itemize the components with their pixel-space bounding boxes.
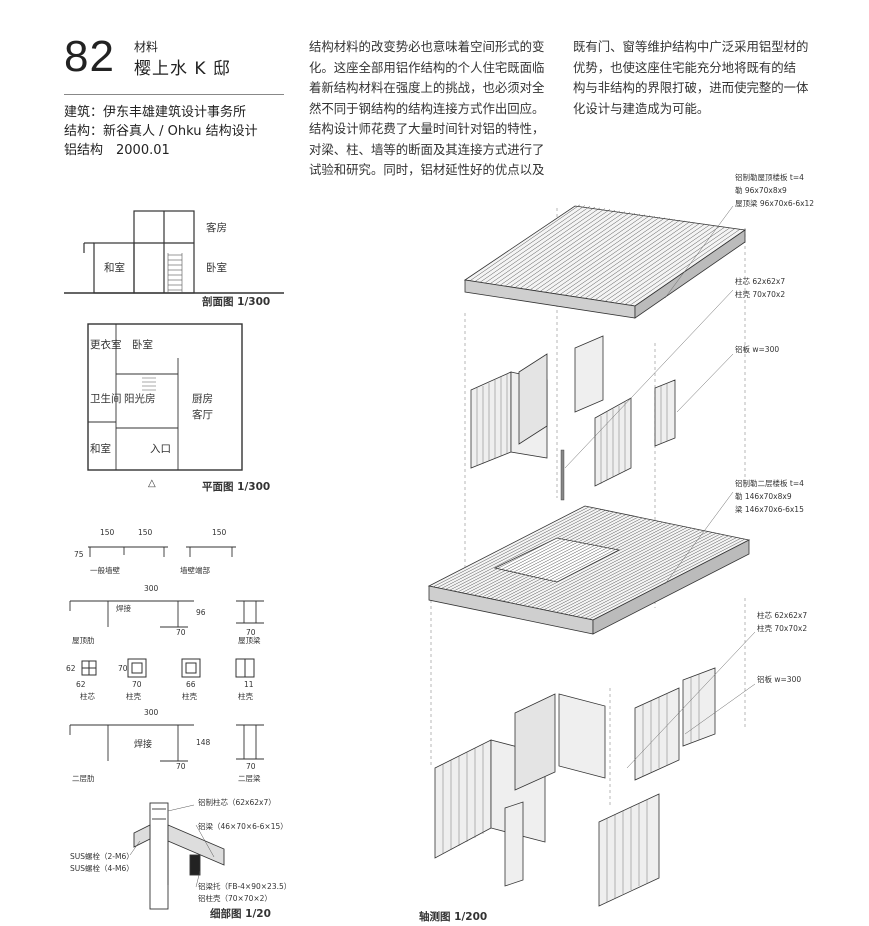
upper-panel-note: 铝板 w=300 <box>735 344 779 354</box>
svg-text:96: 96 <box>196 608 206 617</box>
conn-core: 铝制柱芯（62x62x7） <box>198 797 276 807</box>
plan-drawing: 更衣室 卧室 卫生间 阳光房 厨房 客厅 和室 入口 △ 平面图 1/300 <box>87 323 270 493</box>
section-room-japanese: 和室 <box>104 261 125 274</box>
svg-text:70: 70 <box>246 628 256 637</box>
svg-text:70: 70 <box>176 628 186 637</box>
svg-text:148: 148 <box>196 738 211 747</box>
floor2-note-1: 铝制勒二层楼板 t=4 <box>735 478 804 488</box>
upper-column-core: 柱芯 62x62x7 <box>735 276 785 286</box>
label-floor2-beam: 二层梁 <box>238 774 261 783</box>
svg-text:150: 150 <box>212 528 227 537</box>
plan-room-kitchen: 厨房 <box>192 392 213 405</box>
svg-text:70: 70 <box>132 680 142 689</box>
label-column-shell-3: 柱壳 <box>238 691 253 701</box>
label-wall-general: 一般墙壁 <box>90 565 120 575</box>
conn-bracket: 铝梁托（FB-4×90×23.5） <box>198 881 291 891</box>
upper-column-shell: 柱壳 70x70x2 <box>735 289 785 299</box>
lower-column-shell: 柱壳 70x70x2 <box>757 623 807 633</box>
category-label: 材料 <box>134 40 159 54</box>
detail-drawings: 150 150 150 75 一般墙壁 墙壁端部 300 焊接 70 70 96… <box>66 528 291 920</box>
label-weld: 焊接 <box>134 738 152 750</box>
title-rule <box>64 94 284 95</box>
svg-text:66: 66 <box>186 680 196 689</box>
svg-text:62: 62 <box>76 680 86 689</box>
body-text-col2: 既有门、窗等维护结构中广泛采用铝型材的优势，也使这座住宅能充分地将既有的结构与非… <box>573 39 809 116</box>
floor2-note-3: 梁 146x70x6-6x15 <box>735 505 804 514</box>
conn-bolt-1: SUS螺栓（2-M6） <box>70 851 134 861</box>
svg-text:11: 11 <box>244 680 254 689</box>
entrance-arrow-icon: △ <box>148 478 156 489</box>
svg-text:62: 62 <box>66 664 76 673</box>
label-column-core: 柱芯 <box>80 691 95 701</box>
body-text-col1: 结构材料的改变势必也意味着空间形式的变化。这座全部用铝作结构的个人住宅既面临着新… <box>309 39 545 177</box>
label-column-shell-1: 柱壳 <box>126 691 141 701</box>
lower-panel-note: 铝板 w=300 <box>757 674 801 684</box>
section-room-bedroom: 卧室 <box>206 261 227 274</box>
conn-shell: 铝柱壳（70×70×2） <box>198 893 272 903</box>
svg-text:70: 70 <box>246 762 256 771</box>
plan-room-japanese: 和室 <box>90 442 111 455</box>
plan-room-sunroom: 阳光房 <box>124 392 156 405</box>
section-caption: 剖面图 1/300 <box>202 295 270 308</box>
svg-text:70: 70 <box>176 762 186 771</box>
roof-note-1: 铝制勒屋顶楼板 t=4 <box>735 172 804 182</box>
plan-room-dressing: 更衣室 <box>90 338 122 351</box>
plan-caption: 平面图 1/300 <box>202 481 270 493</box>
credit-type-date: 铝结构 2000.01 <box>64 143 170 158</box>
axonometric-drawing: 铝制勒屋顶楼板 t=4 勒 96x70x8x9 屋顶梁 96x70x6-6x12… <box>419 172 814 923</box>
label-floor2-rib: 二层肋 <box>72 773 95 783</box>
roof-note-2: 勒 96x70x8x9 <box>735 185 787 195</box>
label-column-shell-2: 柱壳 <box>182 691 197 701</box>
svg-text:300: 300 <box>144 708 159 717</box>
svg-text:150: 150 <box>138 528 153 537</box>
project-title: 樱上水 K 邸 <box>134 59 231 79</box>
floor2-note-2: 勒 146x70x8x9 <box>735 491 792 501</box>
plan-room-bedroom: 卧室 <box>132 338 153 351</box>
detail-caption: 细部图 1/20 <box>210 907 271 920</box>
axonometric-caption: 轴测图 1/200 <box>419 910 487 923</box>
svg-text:150: 150 <box>100 528 115 537</box>
label-roof-rib: 屋顶肋 <box>72 635 95 645</box>
section-room-guest: 客房 <box>206 221 227 234</box>
article-number: 82 <box>64 32 115 81</box>
lower-column-core: 柱芯 62x62x7 <box>757 610 807 620</box>
label-roof-beam: 屋顶梁 <box>238 636 261 645</box>
section-drawing: 客房 和室 卧室 剖面图 1/300 <box>64 210 284 308</box>
label-weld-small: 焊接 <box>116 603 131 613</box>
plan-room-bathroom: 卫生间 <box>90 392 122 405</box>
credit-architect: 建筑：伊东丰雄建筑设计事务所 <box>64 105 247 120</box>
conn-beam: 铝梁（46×70×6-6×15） <box>198 821 288 831</box>
svg-text:300: 300 <box>144 584 159 593</box>
plan-room-entrance: 入口 <box>150 443 171 455</box>
conn-bolt-2: SUS螺栓（4-M6） <box>70 863 134 873</box>
plan-room-living: 客厅 <box>192 408 213 421</box>
svg-text:70: 70 <box>118 664 128 673</box>
label-wall-end: 墙壁端部 <box>180 565 210 575</box>
credit-structure: 结构：新谷真人 / Ohku 结构设计 <box>64 124 258 139</box>
roof-note-3: 屋顶梁 96x70x6-6x12 <box>735 199 814 208</box>
svg-text:75: 75 <box>74 550 84 559</box>
